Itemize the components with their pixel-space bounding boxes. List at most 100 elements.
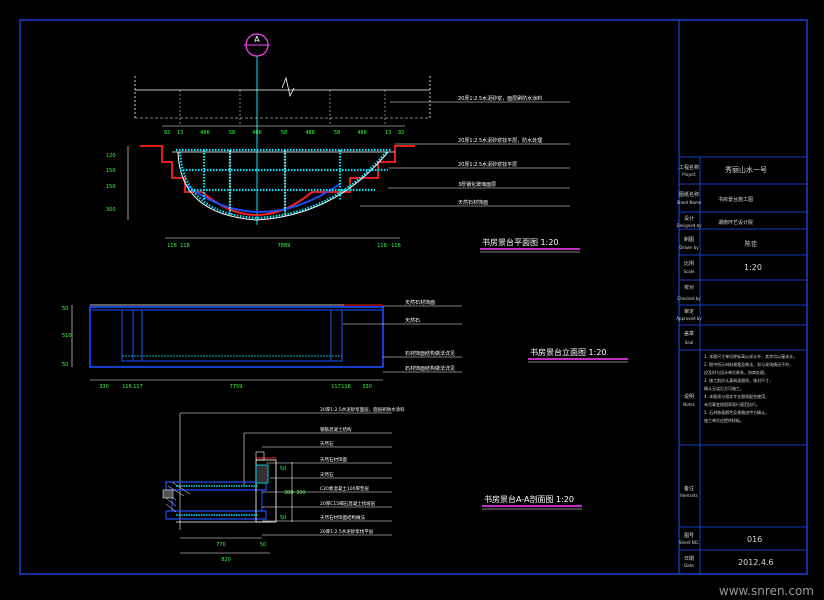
dim-label: 486: [357, 130, 367, 136]
dim-label: 486: [305, 130, 315, 136]
dim-label: 116: [167, 243, 177, 249]
dim-label: 820: [221, 557, 231, 563]
drawn-label-en: Drawn by: [679, 245, 699, 250]
dim-label: 300: [296, 490, 306, 496]
sheetno-label-en: Sheet NO.: [679, 540, 699, 545]
elevation-title: 书房景台立面图 1:20: [530, 347, 607, 357]
remarks-label-en: Remarks: [680, 493, 697, 498]
seal-label-en: Seal: [685, 340, 694, 345]
project-label: 工程名称: [679, 164, 699, 171]
dim-label: 150: [106, 184, 116, 190]
leader-label: 20厚1:2.5水泥砂浆找平层: [320, 528, 374, 535]
dim-label: 92: [398, 130, 404, 136]
dim-label: 50: [62, 362, 68, 368]
dim-label: 300: [106, 207, 116, 213]
leader-label: 天然石材饰面: [458, 199, 488, 206]
sheet-frame: [19, 19, 808, 575]
leader-label: 石材饰面结构做法详见: [405, 350, 455, 357]
dim-label: 58: [281, 130, 287, 136]
drawn-label: 制图: [684, 236, 694, 243]
watermark: www.snren.com: [718, 584, 814, 598]
dim-label: 50: [62, 306, 68, 312]
dim-label: 770: [216, 542, 226, 548]
project-value: 秀丽山水一号: [725, 165, 767, 174]
approve-label: 审定: [684, 308, 694, 315]
dim-label: 116: [341, 384, 351, 390]
scale-label: 比例: [684, 260, 694, 267]
note-line: 1. 本图尺寸单位除标高以米计外，其余均以毫米计。: [704, 353, 797, 359]
notes-label: 说明: [684, 393, 694, 400]
project-label-en: Project: [682, 172, 696, 177]
seal-label: 盖章: [684, 330, 694, 337]
dim-label: 486: [200, 130, 210, 136]
sheetno-value: 016: [747, 535, 762, 544]
drawing-name-value: 书房景台施工图: [718, 196, 753, 203]
date-value: 2012.4.6: [738, 558, 774, 567]
scale-label-en: Scale: [684, 269, 695, 274]
note-line: 2. 图中所示材料规格及做法，如与现场情况不符，: [704, 361, 793, 367]
drawing-name-label-en: Sheet Name: [677, 200, 702, 205]
elev-bottom-dims: 330 116 117 7759 117 116 330: [99, 384, 372, 390]
approve-label-en: Approved by: [676, 316, 702, 321]
dim-label: 50: [280, 515, 286, 521]
sheetno-label: 图号: [684, 533, 694, 539]
leader-label: 天然石材饰面: [320, 456, 347, 463]
dim-label: 116: [391, 243, 401, 249]
dim-label: 58: [334, 130, 340, 136]
note-line: 5. 石材饰面颜色及规格由甲方确认，: [704, 409, 769, 415]
elev-left-dims: 50 510 50: [62, 306, 72, 368]
dim-label: 50: [280, 466, 286, 472]
leader-label: 天然石材饰面结构做法: [320, 514, 365, 521]
dim-label: 510: [62, 333, 72, 339]
elevation-view: 50 510 50 330 116 117 7759 117 116 330 天…: [62, 299, 628, 390]
leader-label: 20厚1:2.5水泥砂浆，面层刷防水涂料: [458, 95, 542, 102]
dim-label: 486: [252, 130, 262, 136]
dim-label: 13: [177, 130, 183, 136]
dim-label: 7759: [230, 384, 243, 390]
note-line: 4. 本图须与相关专业图纸配合使用，: [704, 393, 769, 399]
leader-label: 钢筋混凝土结构: [320, 426, 352, 433]
notes-label-en: Notes: [683, 402, 695, 407]
dim-label: 120: [106, 153, 116, 159]
leader-label: 石材饰面结构做法详见: [405, 365, 455, 372]
date-label-en: Date: [684, 563, 694, 568]
scale-value: 1:20: [744, 263, 762, 272]
sect-right-dims: 50 300 300 50: [280, 466, 306, 521]
dim-label: 300: [284, 490, 294, 496]
leader-label: C20素混凝土100厚垫层: [320, 485, 369, 492]
plan-top-dims: 92 13 486 58 486 58 486 58 486 13 92: [164, 130, 404, 136]
dim-label: 330: [99, 384, 109, 390]
dim-label: 117: [331, 384, 341, 390]
dim-label: 116: [122, 384, 132, 390]
leader-label: 20厚1:2.5水泥砂浆找平层: [458, 161, 517, 168]
note-line: 未尽事宜按国家现行规范执行。: [704, 401, 760, 407]
drawing-name-label: 图纸名称: [679, 191, 699, 198]
leader-label: 天然石: [405, 317, 420, 324]
plan-grid-cyan: [176, 148, 392, 220]
plan-arc-white: [177, 151, 389, 221]
dim-label: 50: [260, 542, 266, 548]
designer-value: 湖南环艺设计院: [718, 219, 753, 226]
plan-bottom-dims: 116 118 7889 118 116: [167, 243, 401, 249]
notes-list: 1. 本图尺寸单位除标高以米计外，其余均以毫米计。 2. 图中所示材料规格及做法…: [704, 353, 797, 423]
leader-label: 天然石材饰面: [405, 299, 435, 306]
plan-left-dims: 120 150 150 300: [106, 153, 116, 213]
section-view: 50 300 300 50 770 820 50 20厚1:2.5水泥砂浆面层，…: [162, 406, 582, 563]
title-block: [679, 156, 807, 574]
remarks-label: 备注: [684, 485, 694, 492]
designer-label-en: Designed by: [677, 223, 703, 228]
sect-leader-labels: 20厚1:2.5水泥砂浆面层，面层刷防水涂料 钢筋混凝土结构 天然石 天然石材饰…: [320, 406, 405, 535]
note-line: 3. 施工前应认真阅读图纸，核对尺寸，: [704, 377, 773, 383]
dim-label: 330: [362, 384, 372, 390]
designer-label: 设计: [684, 215, 694, 222]
drawn-value: 陈佳: [745, 240, 757, 248]
plan-leader-labels: 20厚1:2.5水泥砂浆，面层刷防水涂料 20厚1:2.5水泥砂浆找平层，防水处…: [458, 95, 542, 206]
check-label-en: Checked by: [677, 296, 701, 301]
note-line: 施工单位应提供样板。: [704, 417, 744, 423]
leader-label: 天然石: [320, 471, 334, 478]
dim-label: 7889: [278, 243, 291, 249]
dim-label: 117: [133, 384, 143, 390]
plan-view: A 92 13 486 58 486 58 486 58 486 13 92: [106, 33, 580, 253]
